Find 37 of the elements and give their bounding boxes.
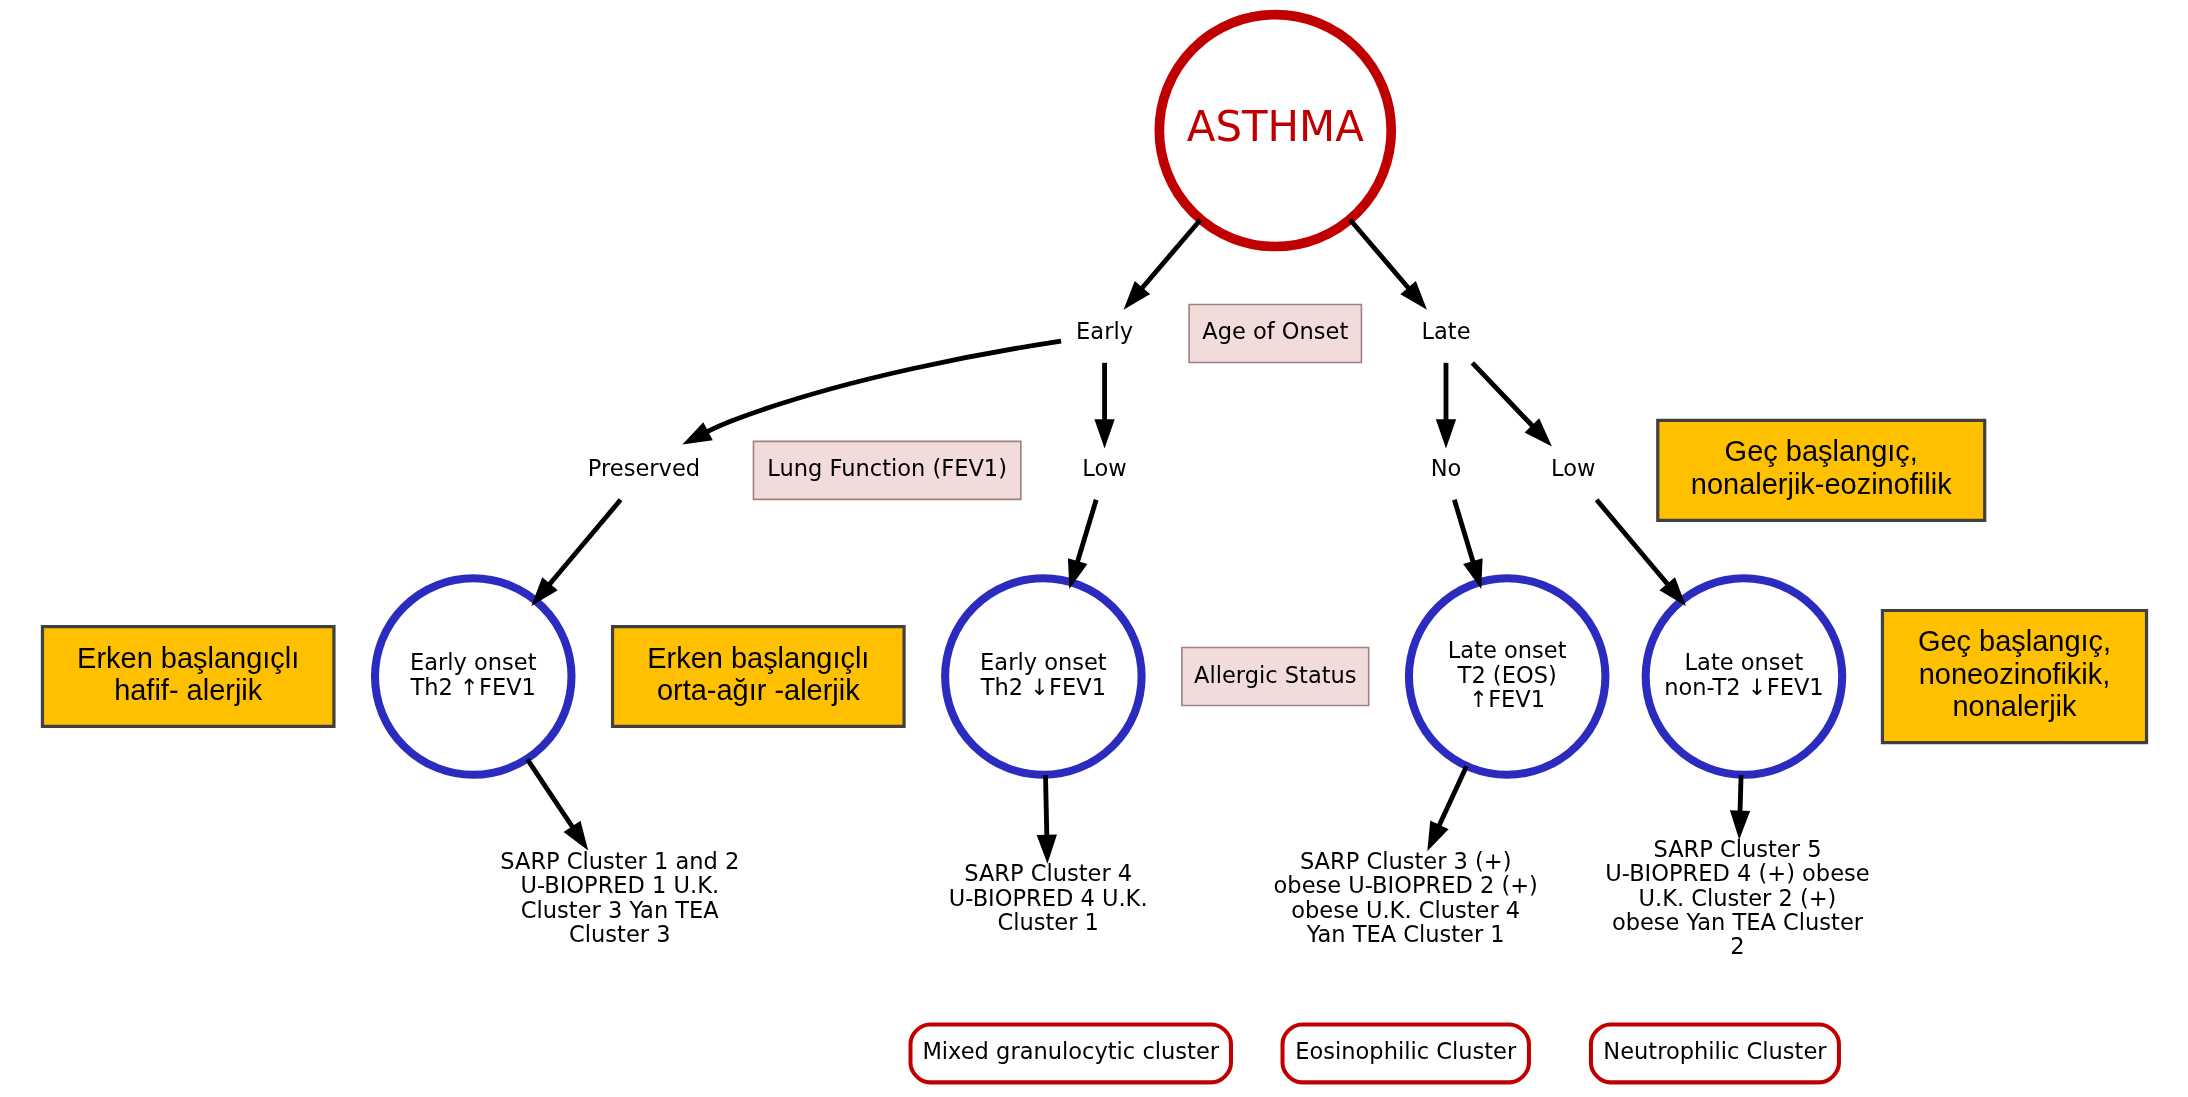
- arrow: [1067, 499, 1098, 589]
- arrow: [1470, 361, 1552, 447]
- node-circle: ASTHMA: [1154, 9, 1396, 252]
- node-box: Neutrophilic Cluster: [1588, 1022, 1841, 1085]
- node-text: Preserved: [587, 455, 700, 482]
- node-text: Low: [1081, 455, 1127, 482]
- node-box: Geç başlangıç, nonalerjik-eozinofilik: [1655, 418, 1986, 522]
- node-circle: Early onset Th2 ↓FEV1: [940, 574, 1146, 779]
- arrow: [1435, 362, 1456, 449]
- node-text: SARP Cluster 1 and 2 U-BIOPRED 1 U.K. Cluster 3 Yan TEA Cluster 3: [499, 848, 739, 947]
- arrow: [681, 338, 1061, 445]
- arrow: [1594, 498, 1686, 606]
- arrow: [1426, 765, 1469, 852]
- node-box: Erken başlangıçlı orta-ağır -alerjik: [610, 625, 906, 729]
- arrow: [1036, 775, 1057, 864]
- node-box: Age of Onset: [1187, 303, 1362, 364]
- node-text: Late: [1420, 318, 1471, 345]
- node-box: Erken başlangıçlı hafif- alerjik: [40, 625, 336, 729]
- node-box: Mixed granulocytic cluster: [908, 1022, 1233, 1085]
- arrow: [1093, 362, 1115, 449]
- node-box: Allergic Status: [1180, 646, 1369, 707]
- arrow: [1347, 218, 1427, 310]
- node-box: Geç başlangıç, noneozinofikik, nonalerjik: [1880, 608, 2148, 745]
- node-box: Lung Function (FEV1): [752, 440, 1022, 501]
- arrow: [530, 498, 622, 606]
- arrow: [1451, 499, 1483, 589]
- node-text: SARP Cluster 3 (+) obese U-BIOPRED 2 (+) obese U.K. Cluster 4 Yan TEA Cluster 1: [1273, 848, 1538, 947]
- arrow: [1729, 775, 1750, 840]
- node-circle: Late onset T2 (EOS) ↑FEV1: [1404, 574, 1609, 779]
- arrow: [1123, 218, 1202, 310]
- node-text: SARP Cluster 5 U-BIOPRED 4 (+) obese U.K. Cluster 2 (+) obese Yan TEA Cluster 2: [1604, 836, 1870, 959]
- node-box: Eosinophilic Cluster: [1280, 1022, 1531, 1085]
- node-text: Low: [1550, 455, 1595, 482]
- node-text: Early: [1075, 318, 1133, 345]
- arrow: [524, 758, 588, 851]
- node-text: No: [1430, 455, 1461, 482]
- node-text: SARP Cluster 4 U-BIOPRED 4 U.K. Cluster 1: [948, 860, 1148, 935]
